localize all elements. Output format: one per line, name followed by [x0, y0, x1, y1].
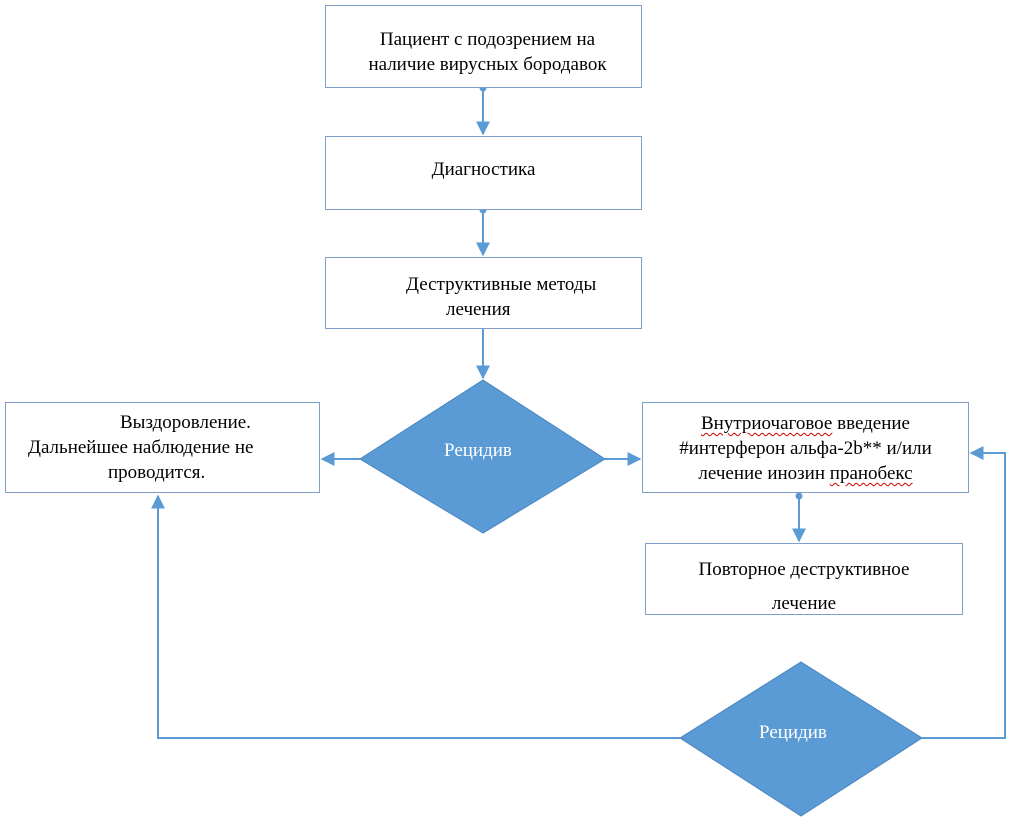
intralesional-line-2: #интерферон альфа-2b** и/или — [679, 438, 932, 459]
recurrence-label-1: Рецидив — [444, 440, 512, 461]
repeat-line-2: лечение — [771, 593, 837, 614]
destructive-methods-box: Деструктивные методы лечения — [325, 257, 642, 329]
destructive-line-1: Деструктивные методы — [406, 274, 597, 295]
diagnostics-box: Диагностика — [325, 136, 642, 210]
diagnostics-label: Диагностика — [431, 159, 536, 180]
arrow-recurrence2-to-intralesional — [922, 446, 1006, 739]
repeat-destructive-treatment-box: Повторное деструктивное лечение — [645, 543, 963, 615]
recovery-line-1: Выздоровление. — [120, 412, 251, 433]
arrow-recurrence2-to-recovery — [151, 494, 680, 739]
recurrence-decision-diamond — [359, 379, 606, 534]
intralesional-line-3: лечение инозин пранобекс — [643, 461, 968, 486]
destructive-line-2: лечения — [446, 299, 511, 320]
recovery-line-2: Дальнейшее наблюдение не — [28, 437, 254, 458]
intralesional-line-1: Внутриочаговое введение — [643, 411, 968, 436]
repeat-line-1: Повторное деструктивное — [698, 559, 910, 580]
patient-line-2: наличие вирусных бородавок — [368, 54, 607, 75]
patient-suspected-warts-box: Пациент с подозрением на наличие вирусны… — [325, 5, 642, 88]
intralesional-line-3-start: лечение инозин — [698, 463, 830, 484]
recovery-box: Выздоровление. Дальнейшее наблюдение не … — [5, 402, 320, 493]
intralesional-line-3-word: пранобекс — [829, 463, 913, 484]
intralesional-line-1-rest: введение — [832, 413, 910, 434]
recovery-line-3: проводится. — [108, 462, 206, 483]
recurrence-label-2: Рецидив — [759, 722, 827, 743]
recurrence-decision-diamond-2 — [679, 661, 923, 817]
patient-line-1: Пациент с подозрением на — [379, 29, 596, 50]
intralesional-treatment-box: Внутриочаговое введение #интерферон альф… — [642, 402, 969, 493]
intralesional-line-1-word: Внутриочаговое — [700, 413, 833, 434]
